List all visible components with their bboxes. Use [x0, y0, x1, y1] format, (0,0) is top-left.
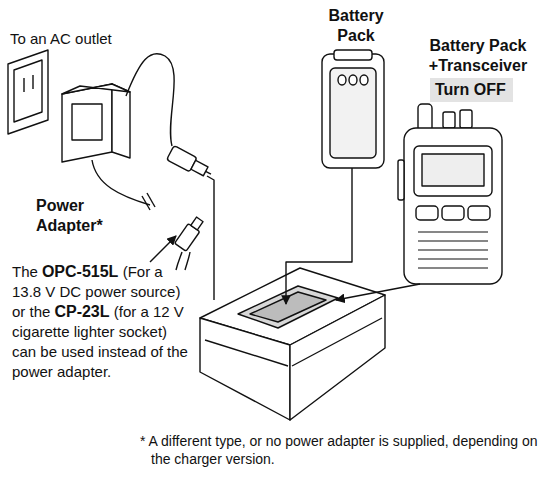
model-number: OPC-515L [42, 263, 118, 280]
note-paragraph: TheOPC-515L(For a 13.8 V DC power source… [12, 262, 190, 382]
model-number: CP-23L [54, 303, 109, 320]
part-label: To an AC outlet [10, 29, 150, 48]
wall-outlet [8, 50, 48, 134]
part-label: Power Adapter* [36, 196, 126, 236]
note-text: The [12, 263, 38, 280]
status-box: Turn OFF [430, 78, 513, 102]
opc-plug [175, 215, 206, 251]
power-adapter [62, 54, 174, 210]
charger [200, 268, 385, 420]
speaker-grille [418, 232, 488, 268]
part-label: Battery Pack +Transceiver [408, 36, 548, 76]
leader-arrow [150, 236, 176, 262]
dc-cord [207, 176, 214, 300]
part-label: Battery Pack [318, 6, 394, 46]
status-text: Turn OFF [435, 80, 508, 100]
battery-pack [322, 50, 384, 168]
transceiver [398, 104, 502, 284]
footnote: * A different type, or no power adapter … [140, 432, 550, 468]
